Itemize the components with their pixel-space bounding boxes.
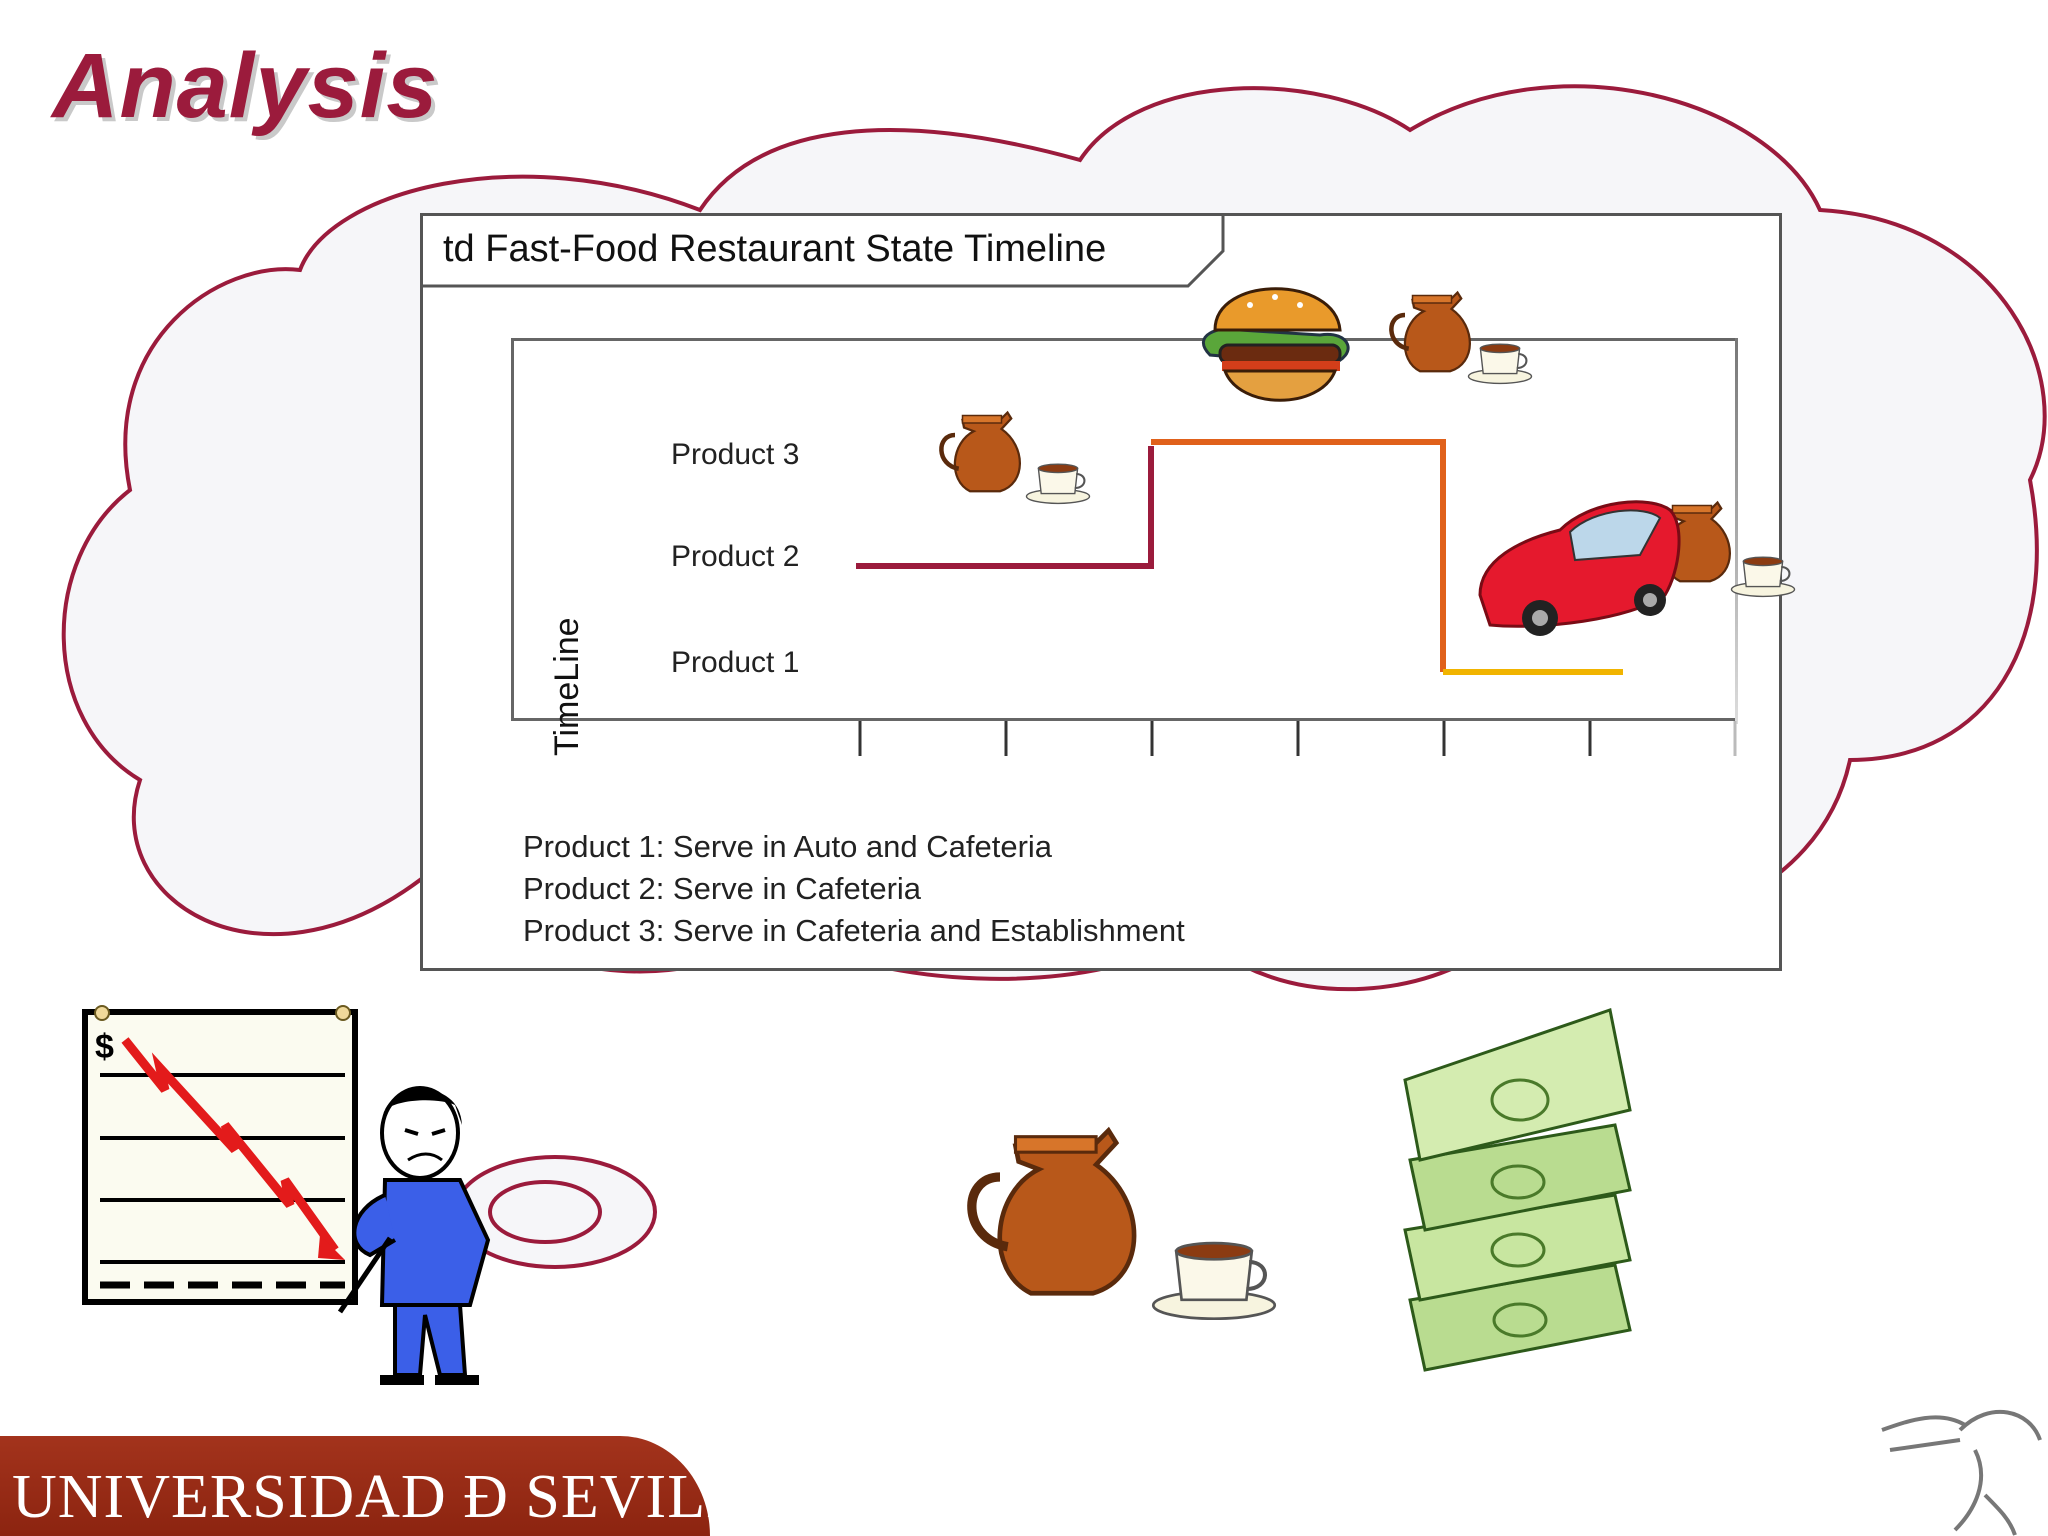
state-legend: Product 1: Serve in Auto and Cafeteria P… xyxy=(523,826,1185,952)
angel-logo-icon xyxy=(1881,1410,2042,1536)
coffee-cup-icon xyxy=(1153,1243,1275,1319)
coffee-pot-icon xyxy=(972,1131,1134,1294)
coffee-cup-icon xyxy=(1025,463,1091,505)
state-label-product-2: Product 2 xyxy=(671,540,800,573)
legend-item-product-3: Product 3: Serve in Cafeteria and Establ… xyxy=(523,913,1185,948)
coffee-cup-icon xyxy=(1730,556,1796,598)
coffee-cup-icon xyxy=(1467,343,1533,385)
university-name: UNIVERSIDAD Ð SEVILLA xyxy=(12,1463,791,1531)
timing-diagram-frame: td Fast-Food Restaurant State Timeline T… xyxy=(420,213,1782,971)
hamburger-icon xyxy=(1201,287,1350,402)
coffee-pot-icon xyxy=(941,413,1020,492)
money-stack-icon xyxy=(1403,1008,1632,1372)
legend-item-product-2: Product 2: Serve in Cafeteria xyxy=(523,871,922,906)
legend-item-product-1: Product 1: Serve in Auto and Cafeteria xyxy=(523,829,1053,864)
slide-title: Analysis xyxy=(52,35,439,137)
footer-band xyxy=(0,1436,710,1536)
state-timeline xyxy=(856,439,1737,756)
svg-text:$: $ xyxy=(95,1028,114,1066)
timeline-plot-area xyxy=(511,338,1738,724)
product-2-state-line xyxy=(856,446,1154,569)
state-label-product-1: Product 1 xyxy=(671,646,800,679)
frame-title: td Fast-Food Restaurant State Timeline xyxy=(443,228,1107,270)
car-icon xyxy=(1478,500,1681,636)
state-label-product-3: Product 3 xyxy=(671,438,800,471)
coffee-pot-icon xyxy=(1391,293,1470,372)
declining-sales-chart-icon: $ xyxy=(82,1005,358,1305)
presenter-man-icon xyxy=(337,1086,491,1385)
time-axis-ticks xyxy=(858,721,1737,756)
frame-tab-shape xyxy=(423,216,1225,288)
product-3-state-line xyxy=(1151,439,1446,672)
